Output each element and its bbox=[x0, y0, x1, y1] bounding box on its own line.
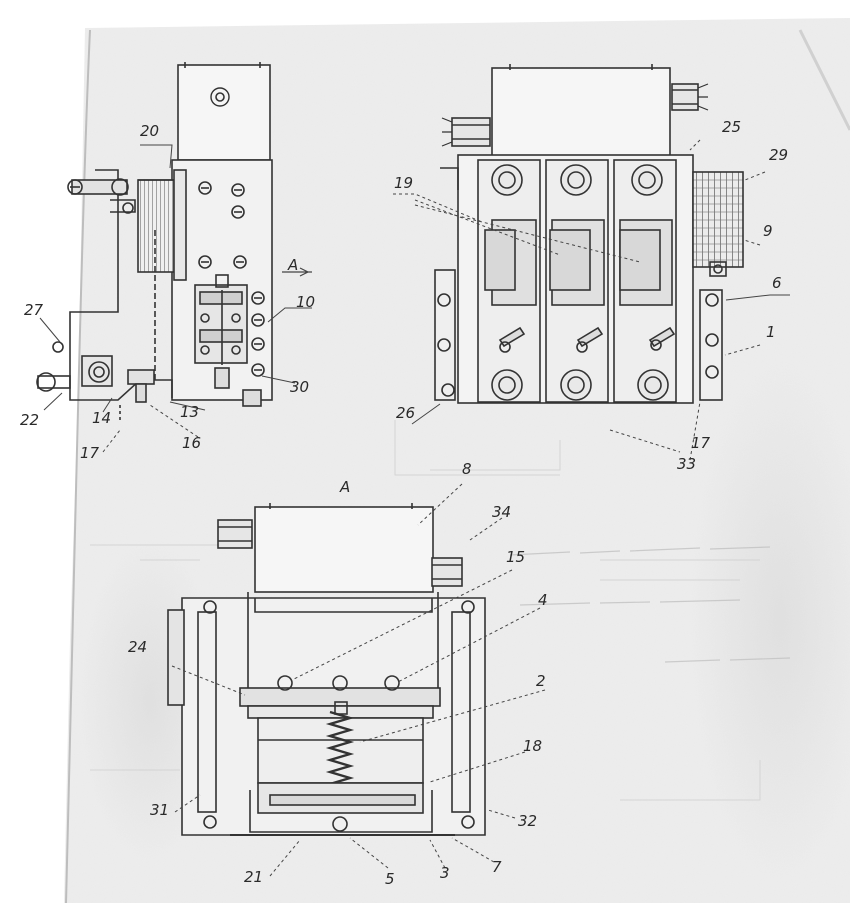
callout-10: 10 bbox=[296, 293, 316, 311]
callout-30: 30 bbox=[290, 378, 310, 396]
callout-20: 20 bbox=[140, 122, 160, 140]
side-view-drawing bbox=[36, 62, 273, 420]
callout-13: 13 bbox=[180, 403, 200, 421]
front-view-leaders bbox=[393, 139, 790, 461]
callout-17-front: 17 bbox=[691, 434, 711, 452]
front-view-drawing bbox=[434, 64, 744, 404]
view-a-leaders bbox=[171, 483, 546, 877]
callout-33: 33 bbox=[677, 455, 697, 473]
view-a-drawing bbox=[167, 503, 486, 836]
callout-2: 2 bbox=[536, 672, 546, 690]
callout-1: 1 bbox=[766, 323, 776, 341]
callout-8: 8 bbox=[462, 460, 472, 478]
callout-9: 9 bbox=[763, 222, 773, 240]
bleed-through-marks bbox=[509, 546, 791, 663]
callout-4: 4 bbox=[538, 591, 548, 609]
callout-17-side: 17 bbox=[80, 444, 100, 462]
callout-34: 34 bbox=[492, 503, 512, 521]
view-letter-top: А bbox=[288, 256, 299, 274]
callout-31: 31 bbox=[150, 801, 170, 819]
callout-3: 3 bbox=[440, 864, 450, 882]
callout-29: 29 bbox=[769, 146, 789, 164]
callout-14: 14 bbox=[92, 409, 112, 427]
callout-27: 27 bbox=[24, 301, 44, 319]
callout-21: 21 bbox=[244, 868, 264, 886]
callout-7: 7 bbox=[492, 858, 502, 876]
callout-32: 32 bbox=[518, 812, 538, 830]
callout-24: 24 bbox=[128, 638, 148, 656]
callout-5: 5 bbox=[385, 870, 395, 888]
callout-25: 25 bbox=[722, 118, 742, 136]
side-view-leaders bbox=[39, 144, 312, 453]
callout-22: 22 bbox=[20, 411, 40, 429]
callout-15: 15 bbox=[506, 548, 526, 566]
view-letter-bottom: А bbox=[340, 478, 351, 496]
callout-16: 16 bbox=[182, 434, 202, 452]
callout-19: 19 bbox=[394, 174, 414, 192]
callout-6: 6 bbox=[772, 274, 782, 292]
callout-18: 18 bbox=[523, 737, 543, 755]
callout-26: 26 bbox=[396, 404, 416, 422]
